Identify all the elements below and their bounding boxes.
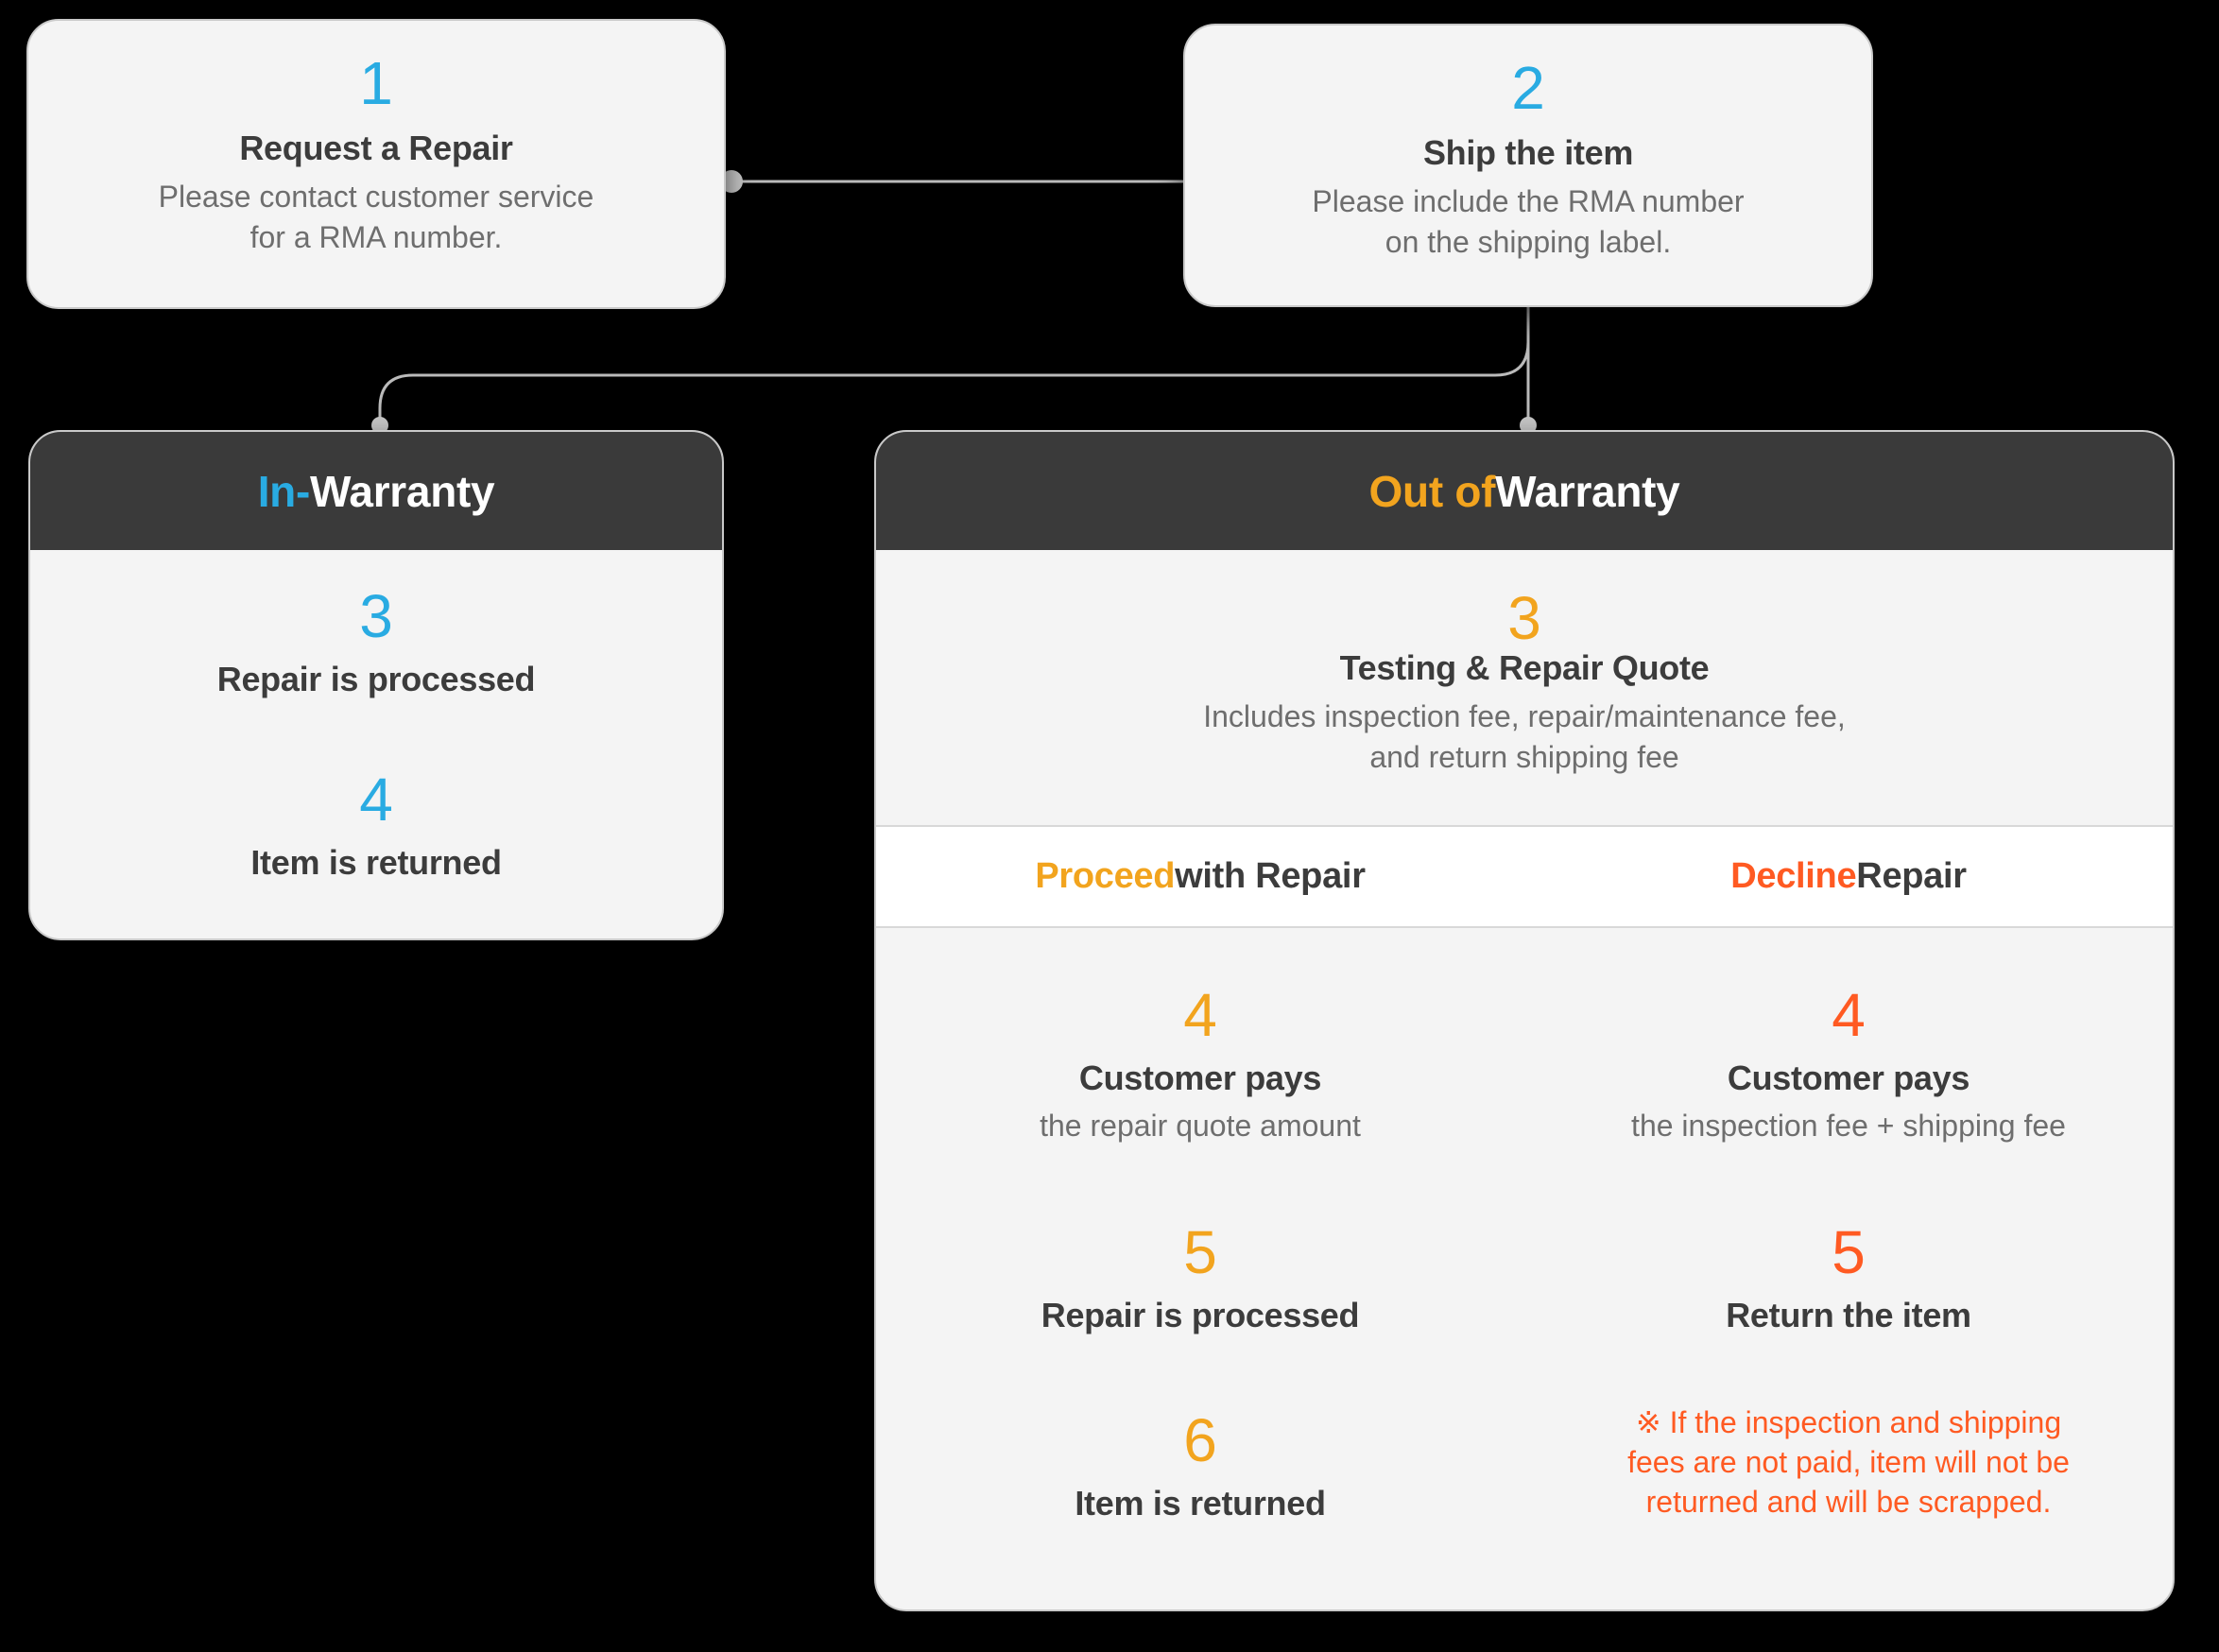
- decline-column: 4 Customer pays the inspection fee + shi…: [1524, 928, 2173, 1523]
- heading-rest: Repair: [1856, 856, 1967, 897]
- connector-step2-inwarranty: [378, 341, 1530, 425]
- step-number: 3: [1507, 584, 1541, 652]
- desc-line: on the shipping label.: [1385, 225, 1672, 260]
- decline-step-5: 5 Return the item: [1524, 1222, 2173, 1334]
- step-number: 5: [1832, 1217, 1866, 1286]
- step-title: Repair is processed: [216, 660, 536, 698]
- step-number: 5: [1183, 1217, 1217, 1286]
- branch-columns: 4 Customer pays the repair quote amount …: [876, 928, 2173, 1523]
- branch-heading-band: Proceed with Repair Decline Repair: [876, 825, 2173, 929]
- desc-line: Please include the RMA number: [1312, 184, 1745, 219]
- step-title: Customer pays: [1078, 1058, 1322, 1098]
- note-line: ※ If the inspection and shipping: [1635, 1405, 2062, 1440]
- heading-rest: with Repair: [1175, 856, 1366, 897]
- step-title: Item is returned: [250, 843, 502, 883]
- step-title: Customer pays: [1727, 1058, 1970, 1098]
- out-of-warranty-card: Out of Warranty 3 Testing & Repair Quote…: [874, 430, 2175, 1611]
- step-description: the repair quote amount: [1040, 1108, 1361, 1143]
- out-of-warranty-header: Out of Warranty: [876, 432, 2173, 550]
- in-warranty-body: 3 Repair is processed 4 Item is returned: [30, 550, 722, 883]
- desc-line: for a RMA number.: [249, 220, 503, 255]
- step-number: 4: [359, 766, 393, 835]
- junction-dot: [371, 417, 388, 434]
- in-warranty-step-4: 4 Item is returned: [30, 769, 722, 882]
- note-line: fees are not paid, item will not be: [1627, 1445, 2070, 1480]
- header-accent: In-: [257, 466, 311, 516]
- decline-step-4: 4 Customer pays the inspection fee + shi…: [1524, 985, 2173, 1145]
- desc-line: Please contact customer service: [158, 180, 594, 215]
- desc-line: Includes inspection fee, repair/maintena…: [1203, 699, 1846, 734]
- scrap-warning-note: ※ If the inspection and shipping fees ar…: [1524, 1402, 2173, 1522]
- step-title: Item is returned: [1075, 1484, 1326, 1523]
- proceed-step-5: 5 Repair is processed: [876, 1222, 1524, 1334]
- junction-dot: [720, 170, 743, 193]
- header-rest: Warranty: [1495, 466, 1680, 516]
- step-number: 3: [359, 582, 393, 650]
- step-description: Includes inspection fee, repair/maintena…: [876, 697, 2173, 778]
- step-card-ship-item: 2 Ship the item Please include the RMA n…: [1183, 24, 1873, 307]
- header-accent: Out of: [1368, 466, 1496, 516]
- in-warranty-card: In-Warranty 3 Repair is processed 4 Item…: [28, 430, 724, 940]
- step-title: Testing & Repair Quote: [1339, 648, 1710, 687]
- out-of-warranty-step-3: 3 Testing & Repair Quote Includes inspec…: [876, 550, 2173, 778]
- proceed-column: 4 Customer pays the repair quote amount …: [876, 928, 1524, 1523]
- step-number: 1: [359, 49, 393, 117]
- step-title: Ship the item: [1422, 133, 1634, 172]
- step-description: the inspection fee + shipping fee: [1631, 1108, 2066, 1143]
- step-number: 4: [1832, 981, 1866, 1050]
- heading-accent: Decline: [1730, 856, 1857, 897]
- in-warranty-step-3: 3 Repair is processed: [30, 586, 722, 698]
- step-card-request-repair: 1 Request a Repair Please contact custom…: [26, 19, 726, 309]
- decline-heading: Decline Repair: [1524, 827, 2173, 926]
- step-number: 2: [1511, 54, 1545, 122]
- proceed-step-4: 4 Customer pays the repair quote amount: [876, 985, 1524, 1145]
- note-line: returned and will be scrapped.: [1645, 1485, 2052, 1520]
- step-number: 4: [1183, 981, 1217, 1050]
- junction-dot: [1520, 417, 1537, 434]
- proceed-heading: Proceed with Repair: [876, 827, 1524, 926]
- desc-line: and return shipping fee: [1369, 740, 1679, 775]
- in-warranty-header: In-Warranty: [30, 432, 722, 550]
- step-title: Request a Repair: [239, 129, 513, 167]
- step-description: Please include the RMA number on the shi…: [1185, 181, 1871, 263]
- step-title: Return the item: [1726, 1295, 1971, 1334]
- proceed-step-6: 6 Item is returned: [876, 1410, 1524, 1523]
- header-rest: Warranty: [310, 466, 495, 516]
- heading-accent: Proceed: [1035, 856, 1176, 897]
- step-number: 6: [1183, 1406, 1217, 1475]
- step-description: Please contact customer service for a RM…: [28, 177, 724, 258]
- step-title: Repair is processed: [1041, 1295, 1360, 1334]
